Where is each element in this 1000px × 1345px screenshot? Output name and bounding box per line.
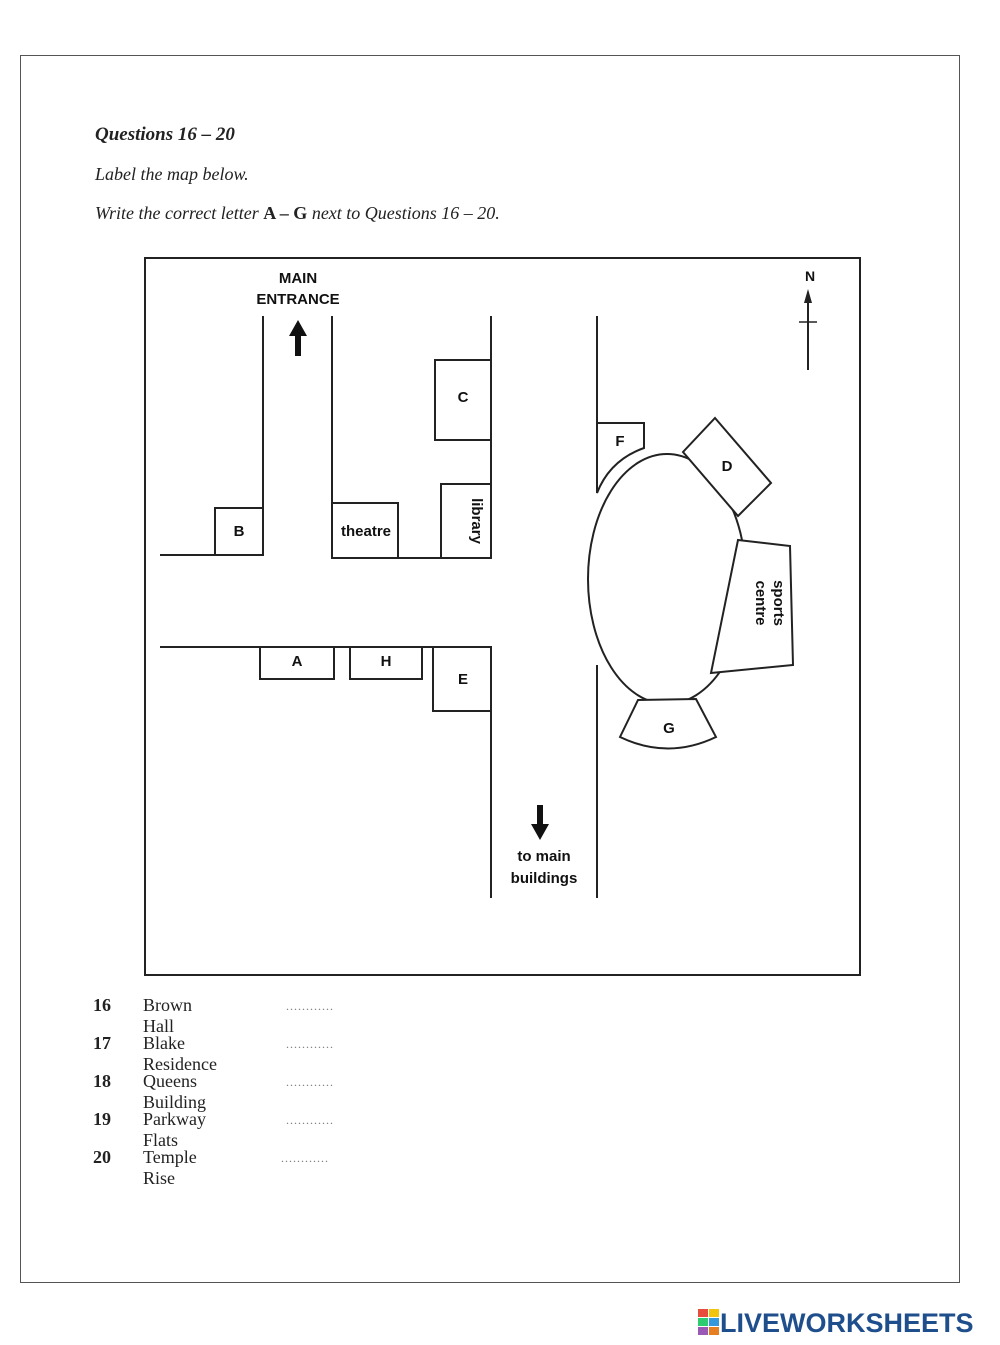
building-sports-centre xyxy=(709,538,795,675)
answer-18-input[interactable] xyxy=(286,1071,344,1093)
roads xyxy=(160,316,598,898)
liveworksheets-logo: LIVEWORKSHEETS xyxy=(698,1308,974,1338)
question-number: 19 xyxy=(93,1109,111,1129)
building-theatre xyxy=(331,502,399,559)
instruction-write: Write the correct letter A – G next to Q… xyxy=(95,203,500,223)
label-centre: centre xyxy=(752,580,769,625)
north-arrow-icon xyxy=(799,289,817,370)
building-g xyxy=(618,697,718,750)
brand-text: LIVEWORKSHEETS xyxy=(720,1307,974,1338)
question-number: 20 xyxy=(93,1147,111,1167)
main-entrance-label-1: MAIN xyxy=(279,270,317,287)
liveworksheets-cube-icon xyxy=(698,1309,719,1335)
instruction-label: Label the map below. xyxy=(95,164,249,184)
answer-16-input[interactable] xyxy=(286,995,344,1017)
answer-17-input[interactable] xyxy=(286,1033,344,1055)
label-library: library xyxy=(468,498,485,545)
label-h: H xyxy=(381,653,392,670)
worksheet-frame xyxy=(20,55,960,1283)
questions-heading: Questions 16 – 20 xyxy=(95,124,235,145)
answer-19-input[interactable] xyxy=(286,1109,344,1131)
to-main-label-2: buildings xyxy=(511,870,578,887)
answer-20-input[interactable] xyxy=(281,1147,339,1169)
building-a xyxy=(259,646,335,680)
question-number: 17 xyxy=(93,1033,111,1053)
label-a: A xyxy=(292,653,303,670)
question-number: 16 xyxy=(93,995,111,1015)
map-border xyxy=(144,257,861,976)
building-d xyxy=(681,416,773,518)
building-b xyxy=(214,507,264,556)
label-theatre: theatre xyxy=(341,523,391,540)
label-f: F xyxy=(615,433,624,450)
building-library xyxy=(440,483,492,559)
main-entrance-label-2: ENTRANCE xyxy=(256,291,339,308)
question-place: Parkway Flats xyxy=(143,1109,206,1150)
question-place: Queens Building xyxy=(143,1071,207,1112)
arrow-down-icon xyxy=(531,805,549,840)
label-c: C xyxy=(458,389,469,406)
building-f xyxy=(596,422,645,494)
arrow-up-icon xyxy=(289,320,307,356)
question-place: Blake Residence xyxy=(143,1033,217,1074)
label-e: E xyxy=(458,671,468,688)
question-number: 18 xyxy=(93,1071,111,1091)
building-h xyxy=(349,646,423,680)
to-main-label-1: to main xyxy=(517,848,570,865)
building-e xyxy=(432,646,492,712)
compass-label: N xyxy=(805,268,815,284)
label-sports: sports xyxy=(770,580,787,626)
question-place: Brown Hall xyxy=(143,995,192,1036)
label-d: D xyxy=(722,458,733,475)
label-g: G xyxy=(663,720,675,737)
building-c xyxy=(434,359,492,441)
question-place: Temple Rise xyxy=(143,1147,197,1188)
label-b: B xyxy=(234,523,245,540)
